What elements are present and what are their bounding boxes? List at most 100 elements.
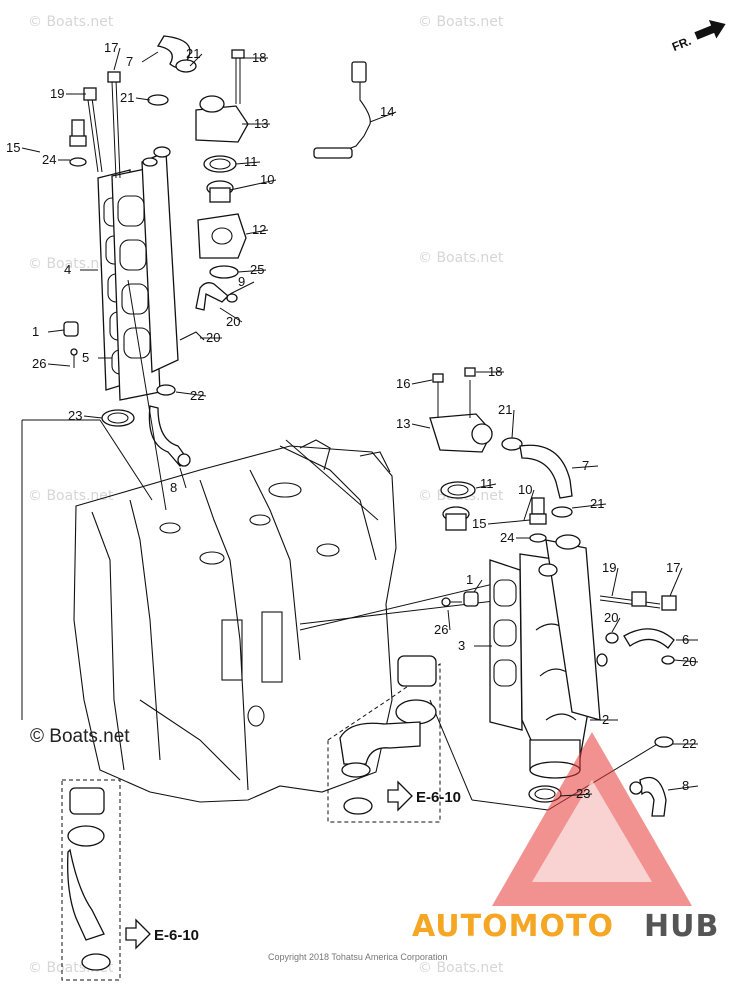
part-callout-20: 20 xyxy=(226,314,240,329)
watermark: © Boats.net xyxy=(28,488,114,504)
part-callout-20: 20 xyxy=(682,654,696,669)
part-callout-24: 24 xyxy=(500,530,514,545)
part-callout-17: 17 xyxy=(104,40,118,55)
callout-leader xyxy=(411,379,433,385)
part-callout-26: 26 xyxy=(434,622,448,637)
callout-leader xyxy=(229,179,277,191)
part-callout-16: 16 xyxy=(396,376,410,391)
part-callout-15: 15 xyxy=(472,516,486,531)
part-callout-5: 5 xyxy=(82,350,89,365)
part-callout-15: 15 xyxy=(6,140,20,155)
callout-leader xyxy=(611,617,621,633)
part-callout-9: 9 xyxy=(238,274,245,289)
callout-leader xyxy=(175,391,207,397)
part-callout-10: 10 xyxy=(260,172,274,187)
part-callout-25: 25 xyxy=(250,262,264,277)
callout-leader xyxy=(237,269,267,273)
part-callout-10: 10 xyxy=(518,482,532,497)
callout-leader xyxy=(179,467,187,489)
part-callout-11: 11 xyxy=(244,154,258,169)
part-callout-13: 13 xyxy=(254,116,268,131)
part-callout-20: 20 xyxy=(604,610,618,625)
watermark: © Boats.net xyxy=(418,960,504,976)
callout-leader xyxy=(219,307,243,323)
part-callout-23: 23 xyxy=(68,408,82,423)
callout-leader xyxy=(21,147,41,153)
reference-page-label: E-6-10 xyxy=(416,789,461,806)
engine-cylinder-block xyxy=(73,439,397,803)
part-callout-11: 11 xyxy=(480,476,494,491)
part-callout-7: 7 xyxy=(582,458,589,473)
part-callout-12: 12 xyxy=(252,222,266,237)
watermark: © Boats.net xyxy=(28,14,114,30)
part-callout-8: 8 xyxy=(682,778,689,793)
part-callout-2: 2 xyxy=(602,712,609,727)
callout-leader xyxy=(47,329,65,333)
right-manifold-assembly xyxy=(429,367,677,817)
part-callout-13: 13 xyxy=(396,416,410,431)
arrow-right-icon xyxy=(387,780,413,812)
part-callout-22: 22 xyxy=(190,388,204,403)
callout-leader xyxy=(667,785,699,791)
callout-leader xyxy=(475,483,497,489)
part-callout-18: 18 xyxy=(488,364,502,379)
watermark-layer: © Boats.net © Boats.net © Boats.net © Bo… xyxy=(28,14,504,976)
watermark: © Boats.net xyxy=(418,14,504,30)
part-callout-21: 21 xyxy=(498,402,512,417)
part-callout-22: 22 xyxy=(682,736,696,751)
reference-page-label: E-6-10 xyxy=(154,927,199,944)
part-callout-14: 14 xyxy=(380,104,394,119)
callout-leader xyxy=(411,423,431,429)
part-callout-21: 21 xyxy=(186,46,200,61)
inset-lower-center: E-6-10 xyxy=(327,655,461,823)
callout-leader xyxy=(559,793,593,797)
part-callout-19: 19 xyxy=(602,560,616,575)
left-manifold-assembly xyxy=(63,35,371,467)
part-callout-6: 6 xyxy=(682,632,689,647)
part-callout-24: 24 xyxy=(42,152,56,167)
part-callout-1: 1 xyxy=(466,572,473,587)
callout-leader xyxy=(487,519,531,525)
callout-leader xyxy=(235,161,261,165)
part-callout-19: 19 xyxy=(50,86,64,101)
part-callout-26: 26 xyxy=(32,356,46,371)
automotohub-logo: AUTOMOTO HUB xyxy=(412,732,719,944)
callout-leader xyxy=(673,659,699,663)
part-callout-17: 17 xyxy=(666,560,680,575)
part-callout-8: 8 xyxy=(170,480,177,495)
boats-watermark: © Boats.net xyxy=(30,726,130,747)
part-callout-23: 23 xyxy=(576,786,590,801)
callout-leader xyxy=(141,51,159,63)
callout-leader xyxy=(571,503,607,509)
callout-leader xyxy=(245,229,269,235)
callout-leader xyxy=(669,567,683,597)
front-label: FR. xyxy=(670,34,693,54)
brand-name-part2: HUB xyxy=(644,909,719,944)
callout-leader xyxy=(229,281,255,295)
arrow-right-icon xyxy=(125,918,151,950)
copyright-text: Copyright 2018 Tohatsu America Corporati… xyxy=(268,952,447,962)
part-callout-7: 7 xyxy=(126,54,133,69)
part-callout-20: 20 xyxy=(206,330,220,345)
callout-leader xyxy=(113,47,121,71)
part-callout-3: 3 xyxy=(458,638,465,653)
callout-leader xyxy=(511,409,515,439)
brand-name-part1: AUTOMOTO xyxy=(412,909,614,944)
front-direction-indicator: FR. xyxy=(670,19,726,54)
part-callout-21: 21 xyxy=(590,496,604,511)
callout-leader xyxy=(189,53,203,67)
callout-leader xyxy=(473,579,483,593)
part-callout-4: 4 xyxy=(64,262,71,277)
arrow-icon xyxy=(694,19,726,40)
callout-leader xyxy=(369,111,397,123)
watermark: © Boats.net xyxy=(418,250,504,266)
callout-leader xyxy=(611,567,619,597)
inset-lower-left: E-6-10 xyxy=(61,779,199,981)
callout-leader xyxy=(47,363,71,367)
callout-leader xyxy=(571,465,599,469)
part-callout-21: 21 xyxy=(120,90,134,105)
part-callout-1: 1 xyxy=(32,324,39,339)
callout-leader xyxy=(447,609,451,631)
